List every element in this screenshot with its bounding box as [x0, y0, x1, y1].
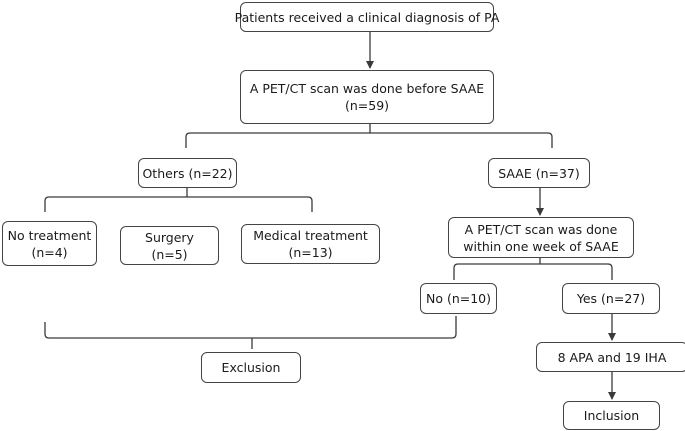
- petct-before-line1: A PET/CT scan was done before SAAE: [249, 81, 485, 96]
- yes-box: Yes (n=27): [562, 283, 660, 314]
- saae-box: SAAE (n=37): [488, 158, 590, 188]
- apa-iha-text: 8 APA and 19 IHA: [557, 349, 667, 365]
- petct-before-line2: (n=59): [344, 98, 390, 113]
- no-treatment-line2: (n=4): [31, 244, 68, 260]
- brace-exclusion: [44, 316, 457, 349]
- brace-petct-within-split: [453, 258, 613, 280]
- no-treatment-box: No treatment (n=4): [2, 221, 97, 266]
- petct-within-line1: A PET/CT scan was done: [464, 221, 618, 237]
- surgery-line2: (n=5): [151, 246, 188, 262]
- others-box: Others (n=22): [138, 158, 237, 188]
- medical-treatment-box: Medical treatment (n=13): [241, 224, 380, 264]
- petct-before-box: A PET/CT scan was done before SAAE (n=59…: [240, 70, 494, 124]
- exclusion-box: Exclusion: [201, 352, 301, 383]
- inclusion-text: Inclusion: [583, 408, 640, 423]
- no-treatment-line1: No treatment: [7, 227, 92, 243]
- petct-within-box: A PET/CT scan was done within one week o…: [448, 217, 634, 258]
- medical-line2: (n=13): [288, 245, 333, 260]
- surgery-line1: Surgery: [145, 229, 194, 245]
- no-text: No (n=10): [425, 291, 492, 306]
- surgery-box: Surgery (n=5): [120, 226, 219, 265]
- yes-text: Yes (n=27): [576, 291, 646, 306]
- no-box: No (n=10): [420, 283, 497, 314]
- brace-petct-split: [185, 124, 553, 148]
- exclusion-text: Exclusion: [221, 360, 281, 375]
- saae-text: SAAE (n=37): [498, 165, 580, 181]
- others-text: Others (n=22): [142, 165, 233, 181]
- petct-within-line2: within one week of SAAE: [463, 238, 619, 254]
- inclusion-box: Inclusion: [563, 401, 660, 430]
- diagnosis-text: Patients received a clinical diagnosis o…: [234, 9, 500, 25]
- medical-line1: Medical treatment: [253, 228, 368, 243]
- diagnosis-box: Patients received a clinical diagnosis o…: [235, 2, 499, 32]
- brace-others-split: [44, 188, 313, 212]
- apa-iha-box: 8 APA and 19 IHA: [536, 342, 685, 372]
